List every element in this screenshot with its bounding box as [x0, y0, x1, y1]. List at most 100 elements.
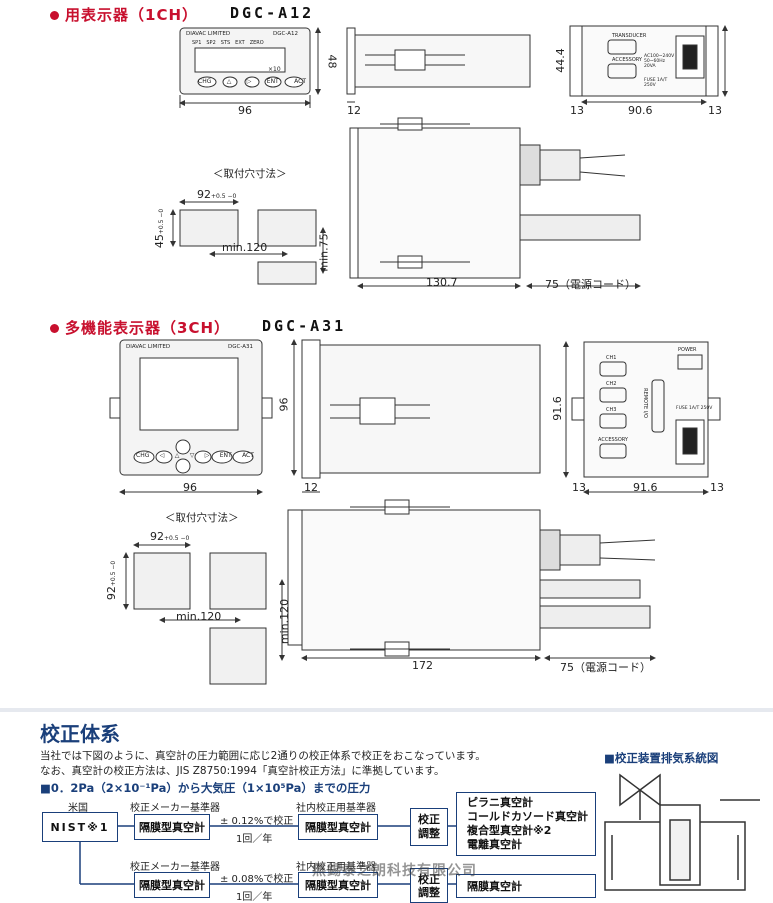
a12-front-brand: DIAVAC LIMITED	[186, 31, 231, 37]
calibration-title: 校正体系	[40, 722, 120, 746]
a12-mount-label: ＜取付穴寸法＞	[213, 168, 287, 180]
lamp-zero: ZERO	[249, 40, 264, 46]
a31-heading: 多機能表示器（3CH）	[50, 317, 230, 338]
watermark: 無錫泰之朗科技有限公司	[312, 863, 477, 879]
a31-dim-width: 96	[183, 481, 197, 494]
a31-front-panel	[109, 339, 273, 476]
label-maker-std-2: 校正メーカー基準器	[130, 862, 220, 873]
a12-rear-transducer: TRANSDUCER	[612, 33, 647, 39]
row2-freq: 1回／年	[236, 892, 273, 903]
a31-mount-holes	[133, 552, 267, 685]
row2-device2: 隔膜型真空計	[298, 872, 378, 898]
label-maker-std-1: 校正メーカー基準器	[130, 803, 220, 814]
row1-accuracy: ± 0.12%で校正	[220, 816, 294, 827]
row1-calib-line2: 調整	[418, 827, 440, 840]
a12-hole-width: 92+0.5 −0	[197, 188, 236, 201]
a12-lamps: SP1 SP2 STS EXT ZERO	[192, 40, 264, 46]
a31-dim-rear-width: 91.6	[633, 481, 658, 494]
a31-dim-height: 96	[277, 397, 291, 412]
bullet-icon	[50, 324, 59, 333]
a31-mount-label: ＜取付穴寸法＞	[165, 512, 239, 524]
a31-rear-accessory: ACCESSORY	[598, 437, 628, 443]
a31-rear-remote: REMOTE I/O	[641, 388, 648, 418]
row1-calib-line1: 校正	[418, 813, 440, 826]
a12-rear-fuse: FUSE 1A/T 250V	[644, 78, 668, 88]
a31-large-side-view	[287, 499, 656, 657]
a12-min-y: min.75	[317, 233, 331, 272]
target-cold-cathode: コールドカソード真空計	[467, 810, 588, 823]
calibration-para1: 当社では下図のように、真空計の圧力範囲に応じ2通りの校正体系で校正をおこなってい…	[40, 750, 486, 762]
section-divider	[0, 708, 773, 712]
down-button[interactable]: ▽	[189, 452, 195, 459]
a31-dim-cord: 75（電源コード）	[560, 661, 651, 674]
a31-hole-height-tol: +0.5 −0	[110, 560, 118, 587]
target-ionization: 電離真空計	[467, 838, 522, 851]
label-inhouse-std-2: 社内校正用基準器	[296, 862, 376, 873]
a31-rear-ch1: CH1	[606, 355, 617, 361]
a12-rear-accessory: ACCESSORY	[612, 57, 642, 63]
a12-dim-rear-left: 13	[570, 104, 584, 117]
a31-rear-view	[571, 341, 721, 478]
a12-hole-height: 45+0.5 −0	[153, 209, 166, 248]
row2-calib-line1: 校正	[418, 872, 440, 886]
lamp-sp2: SP2	[206, 40, 216, 46]
right-button[interactable]: ▷	[246, 78, 252, 85]
ent-button[interactable]: ENT	[219, 452, 232, 459]
a31-hole-width-tol: +0.5 −0	[164, 535, 190, 542]
row1-calib-box: 校正 調整	[410, 808, 448, 846]
exhaust-system-diagram	[604, 773, 760, 891]
a31-front-brand: DIAVAC LIMITED	[126, 344, 171, 350]
lamp-sts: STS	[220, 40, 231, 46]
row1-freq: 1回／年	[236, 834, 273, 845]
row2-calib-line2: 調整	[418, 885, 440, 899]
a12-rear-view	[569, 25, 719, 97]
a12-min-x: min.120	[222, 241, 268, 254]
a31-min-x: min.120	[176, 610, 222, 623]
a12-side-view	[346, 27, 531, 95]
up-button[interactable]: △	[226, 78, 232, 85]
right-button[interactable]: ▷	[204, 452, 210, 459]
a31-dim-rear-right: 13	[710, 481, 724, 494]
a31-min-y: min.120	[278, 598, 292, 645]
a31-dim-depth: 172	[412, 659, 433, 672]
a31-hole-height: 92+0.5 −0	[105, 561, 118, 600]
row2-device1: 隔膜型真空計	[134, 872, 210, 898]
a12-hole-width-tol: +0.5 −0	[211, 193, 237, 200]
exhaust-diagram-title: ■校正装置排気系統図	[604, 751, 719, 765]
row2-accuracy: ± 0.08%で校正	[220, 874, 294, 885]
a31-dim-front: 12	[304, 481, 318, 494]
a31-model: DGC-A31	[262, 317, 347, 335]
a12-dim-cord: 75（電源コード）	[545, 278, 636, 291]
lamp-sp1: SP1	[192, 40, 202, 46]
chg-button[interactable]: CHG	[136, 452, 150, 459]
ent-button[interactable]: ENT	[266, 78, 279, 85]
a12-model: DGC-A12	[230, 4, 315, 22]
target-combined: 複合型真空計※2	[467, 824, 552, 837]
a12-rear-power: AC100~240V 50~60Hz 20VA	[644, 54, 675, 69]
nist-box: NIST※1	[42, 812, 118, 842]
row1-device2: 隔膜型真空計	[298, 814, 378, 840]
a12-heading: 用表示器（1CH）	[50, 4, 198, 25]
row1-targets: ピラニ真空計 コールドカソード真空計 複合型真空計※2 電離真空計	[456, 792, 596, 856]
a12-front-model: DGC-A12	[273, 31, 298, 37]
calibration-para2: なお、真空計の校正方法は、JIS Z8750:1994「真空計校正方法」に準拠し…	[40, 765, 445, 777]
label-us: 米国	[68, 803, 88, 814]
lamp-ext: EXT	[235, 40, 245, 46]
act-button[interactable]: ACT	[242, 452, 254, 459]
a12-front-panel	[179, 27, 311, 95]
up-button[interactable]: △	[174, 452, 180, 459]
calibration-range: ■0．2Pa（2×10⁻¹Pa）から大気圧（1×10⁵Pa）までの圧力	[40, 781, 371, 795]
a31-hole-width: 92+0.5 −0	[150, 530, 189, 543]
act-button[interactable]: ACT	[294, 78, 306, 85]
left-button[interactable]: ◁	[159, 452, 165, 459]
a12-mount-holes	[179, 209, 317, 285]
chg-button[interactable]: CHG	[198, 78, 212, 85]
a31-hole-height-value: 92	[105, 586, 119, 601]
a31-buttons: CHG ◁ △ ▽ ▷ ENT ACT	[136, 452, 254, 459]
label-inhouse-std-1: 社内校正用基準器	[296, 803, 376, 814]
a31-title: 多機能表示器（3CH）	[65, 319, 230, 337]
a12-title: 用表示器（1CH）	[65, 6, 198, 24]
a31-dim-rear-height: 91.6	[550, 396, 564, 421]
a12-dim-rear-height: 44.4	[553, 48, 567, 73]
